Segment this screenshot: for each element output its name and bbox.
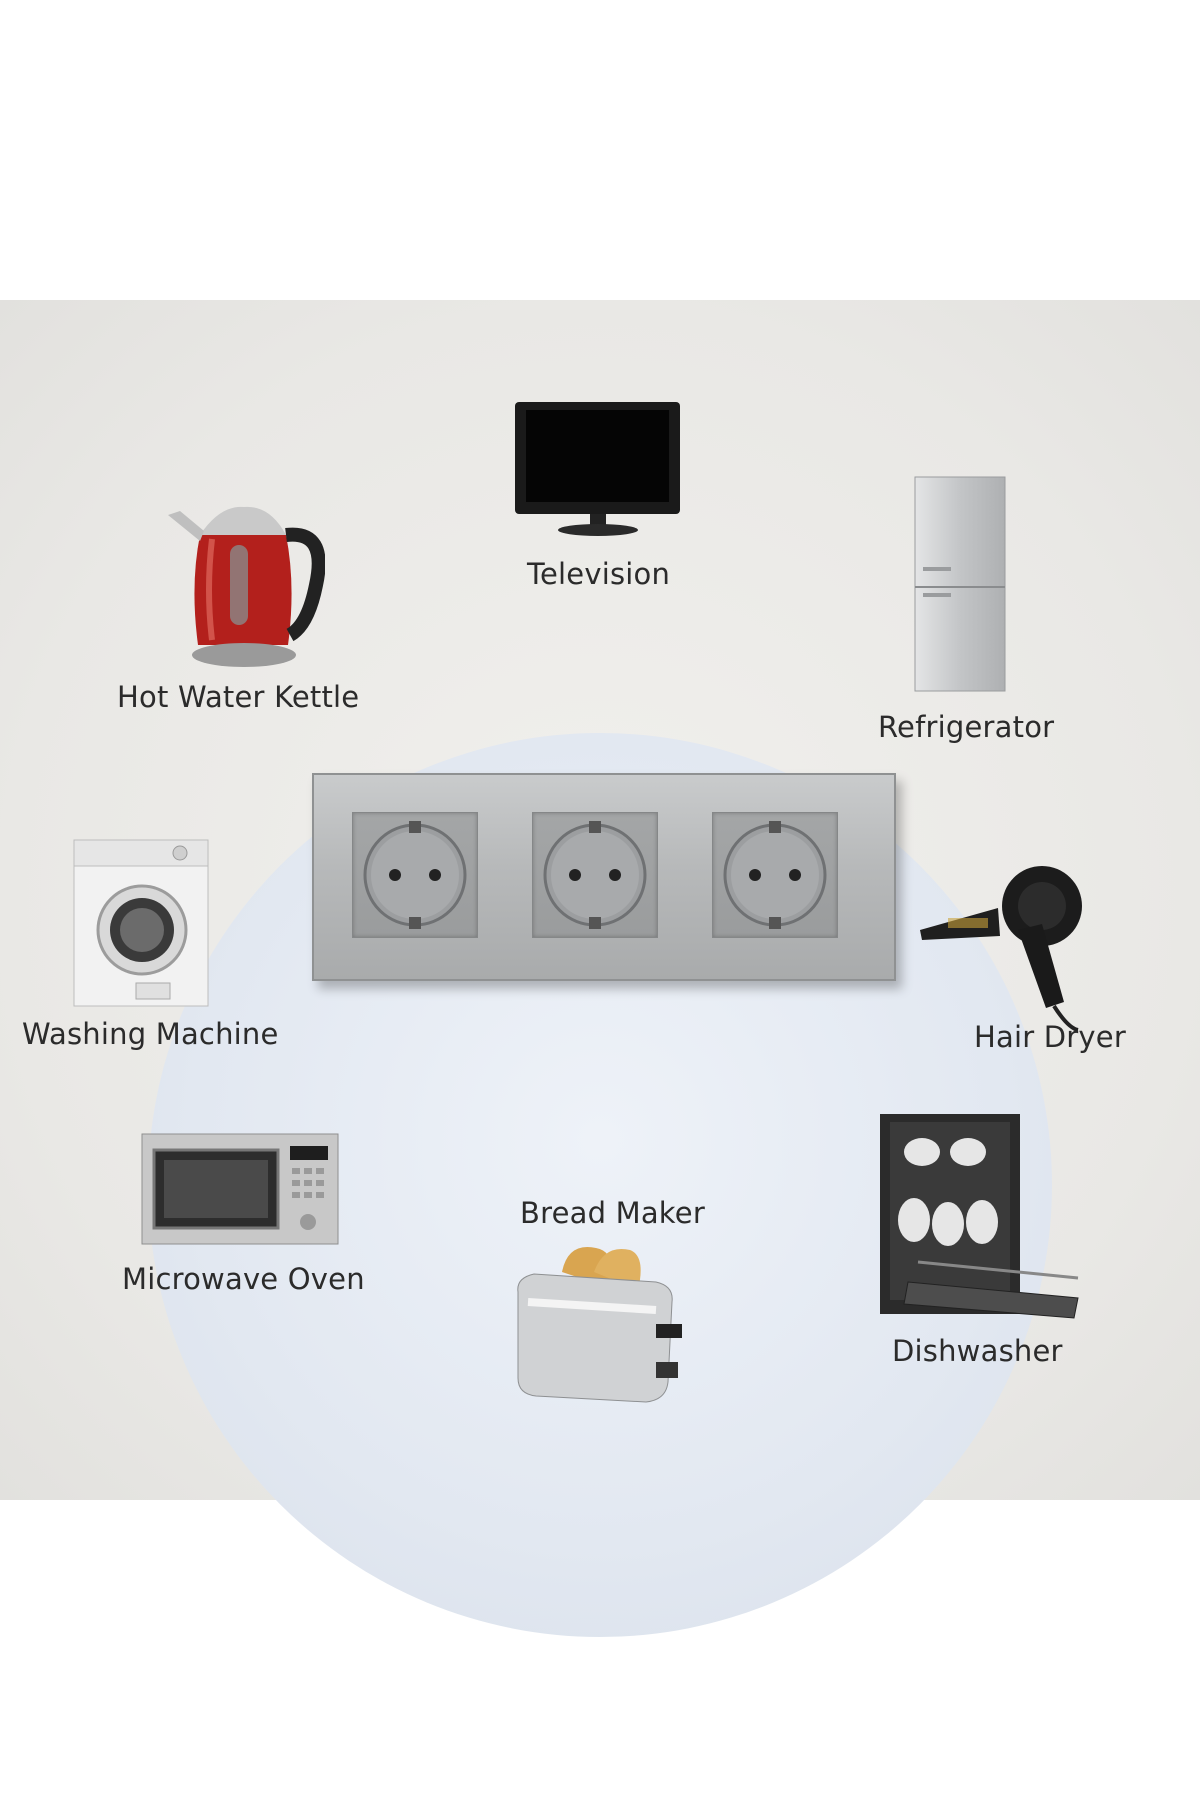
label-dishwasher: Dishwasher bbox=[892, 1334, 1063, 1368]
dishwasher-icon bbox=[878, 1112, 1096, 1324]
washing-machine-icon bbox=[72, 838, 212, 1010]
triple-socket-plate bbox=[312, 773, 896, 981]
label-washing-machine: Washing Machine bbox=[22, 1017, 279, 1051]
label-kettle: Hot Water Kettle bbox=[117, 680, 360, 714]
refrigerator-icon bbox=[913, 475, 1008, 697]
microwave-icon bbox=[140, 1132, 340, 1250]
kettle-icon bbox=[160, 495, 325, 675]
socket-icon bbox=[352, 812, 478, 938]
label-bread-maker: Bread Maker bbox=[520, 1196, 705, 1230]
socket-icon bbox=[532, 812, 658, 938]
tv-icon bbox=[510, 380, 685, 545]
label-television: Television bbox=[527, 557, 671, 591]
label-refrigerator: Refrigerator bbox=[878, 710, 1055, 744]
socket-icon bbox=[712, 812, 838, 938]
label-hair-dryer: Hair Dryer bbox=[974, 1020, 1126, 1054]
label-microwave: Microwave Oven bbox=[122, 1262, 365, 1296]
hair-dryer-icon bbox=[918, 858, 1103, 1033]
toaster-icon bbox=[506, 1232, 691, 1412]
